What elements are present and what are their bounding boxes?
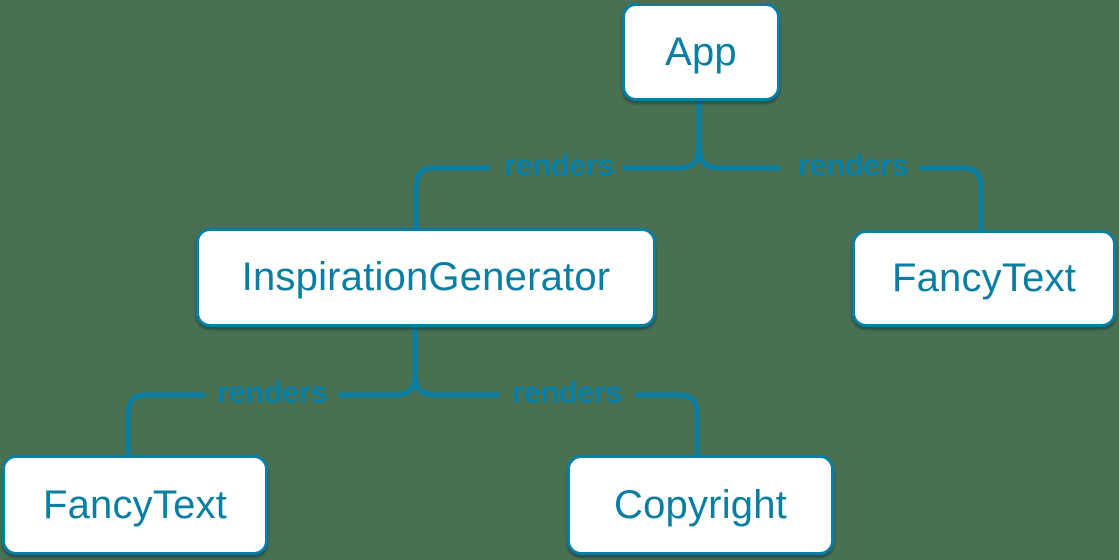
node-inspiration-generator-label: InspirationGenerator: [241, 255, 611, 299]
node-fancy-text-bottom: FancyText: [2, 455, 268, 555]
edge-to-fancy-text-bottom: [125, 392, 206, 458]
edge-inspiration-fork-left: [337, 372, 418, 398]
edge-app-fork-right: [696, 144, 781, 171]
edge-label-renders-inspiration-copyright: renders: [511, 374, 623, 410]
node-inspiration-generator: InspirationGenerator: [196, 228, 656, 327]
edge-inspiration-fork-right: [412, 372, 500, 398]
edge-to-inspiration-generator: [413, 165, 491, 231]
edge-label-renders-app-fancytext: renders: [797, 147, 909, 183]
edge-app-fork-left: [622, 144, 702, 171]
edge-to-copyright: [634, 392, 700, 458]
node-fancy-text-top: FancyText: [852, 230, 1116, 327]
node-app: App: [622, 3, 780, 101]
edge-label-renders-inspiration-fancytext: renders: [216, 374, 328, 410]
node-fancy-text-top-label: FancyText: [891, 256, 1077, 300]
edge-to-fancy-text-top: [919, 165, 984, 233]
node-copyright: Copyright: [567, 455, 834, 555]
edge-label-renders-app-inspiration: renders: [503, 147, 615, 183]
node-fancy-text-bottom-label: FancyText: [42, 482, 228, 527]
node-copyright-label: Copyright: [614, 482, 787, 527]
node-app-label: App: [665, 29, 737, 74]
